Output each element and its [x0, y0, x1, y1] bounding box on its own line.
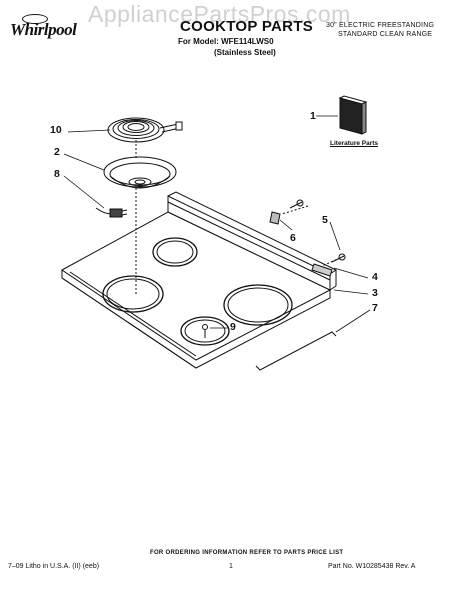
- callout-7: 7: [372, 302, 378, 314]
- callout-4: 4: [372, 271, 378, 283]
- burner-openings: [102, 237, 293, 346]
- part-number: Part No. W10285438 Rev. A: [328, 563, 416, 570]
- mounting-clip[interactable]: [269, 211, 281, 225]
- element-receptacle[interactable]: [95, 207, 128, 218]
- literature-parts-label: Literature Parts: [330, 140, 379, 147]
- page-number: 1: [229, 563, 233, 570]
- ordering-info-note: FOR ORDERING INFORMATION REFER TO PARTS …: [150, 550, 344, 556]
- mounting-screw[interactable]: [289, 199, 346, 263]
- callout-5: 5: [322, 214, 328, 226]
- finish-line: (Stainless Steel): [214, 48, 276, 57]
- watermark: AppliancePartsPros.com: [88, 1, 351, 27]
- callout-1: 1: [310, 110, 316, 122]
- element-indicator[interactable]: [202, 324, 208, 339]
- callout-2: 2: [54, 146, 60, 158]
- callout-8: 8: [54, 168, 60, 180]
- callout-10: 10: [50, 124, 62, 136]
- brand-logo: Whirlpool: [10, 20, 77, 39]
- surface-element[interactable]: [107, 117, 183, 143]
- leader-lines: [63, 115, 371, 333]
- brand-logo-mark: [22, 14, 48, 24]
- page-title: COOKTOP PARTS: [180, 18, 314, 35]
- print-info: 7–09 Litho in U.S.A. (II) (eeb): [8, 563, 100, 570]
- drip-bowl[interactable]: [103, 156, 177, 189]
- support-rod[interactable]: [255, 331, 337, 371]
- assembly-guide-lines: [135, 140, 341, 294]
- callout-6: 6: [290, 232, 296, 244]
- range-description-line2: STANDARD CLEAN RANGE: [338, 31, 433, 38]
- callout-3: 3: [372, 287, 378, 299]
- model-line: For Model: WFE114LWS0: [178, 37, 274, 46]
- range-description-line1: 30" ELECTRIC FREESTANDING: [326, 22, 435, 29]
- cooktop-panel[interactable]: [61, 191, 338, 369]
- literature-booklet[interactable]: [338, 95, 368, 135]
- callout-9: 9: [230, 321, 236, 333]
- hinge-bracket[interactable]: [311, 263, 333, 277]
